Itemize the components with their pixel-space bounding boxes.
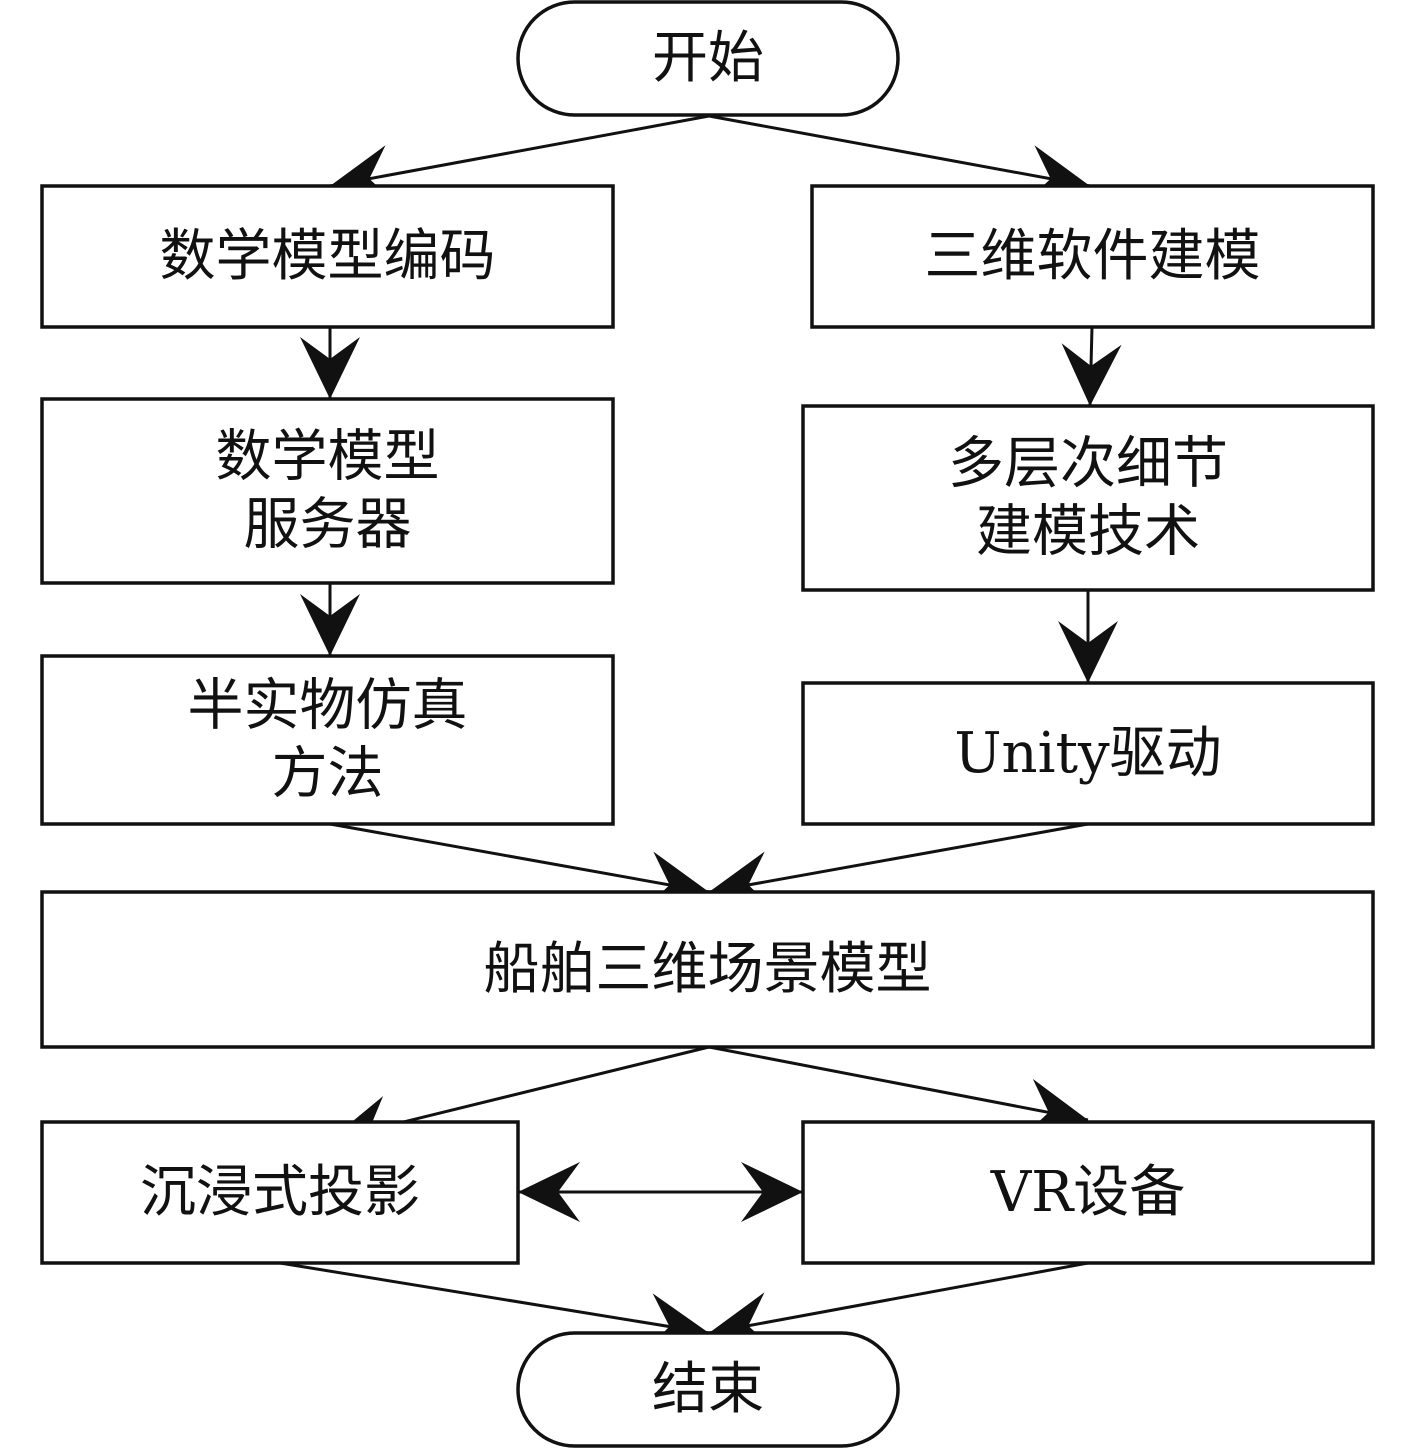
node-start: 开始 [516,0,900,117]
process-box [810,184,1375,329]
node-vr: VR设备 [801,1120,1375,1265]
node-label: 服务器 [244,493,412,558]
node-label: VR设备 [990,1160,1186,1225]
edge-modeling_3d-to-lod [1061,326,1122,407]
process-box [40,397,615,585]
node-label: 三维软件建模 [925,224,1261,289]
node-modeling-3d: 三维软件建模 [810,184,1375,329]
node-end: 结束 [516,1331,900,1448]
node-label: 沉浸式投影 [140,1160,420,1225]
edge-line [279,1261,710,1335]
edge-line [708,822,1089,894]
arrowhead-icon [1061,343,1122,406]
node-label: 多层次细节 [948,432,1228,497]
process-box [40,1120,520,1265]
edge-lod-to-unity [1058,590,1118,683]
arrowhead-icon [741,1162,803,1222]
node-label: 数学模型编码 [160,224,496,289]
node-label: 数学模型 [216,425,440,490]
node-label: 船舶三维场景模型 [484,937,932,1002]
node-unity: Unity驱动 [801,681,1375,826]
node-label: 半实物仿真 [188,674,468,739]
edge-line [329,822,710,894]
arrowhead-icon [518,1162,580,1222]
node-label: 方法 [272,742,384,807]
process-box [801,1120,1375,1265]
node-label: 结束 [652,1357,764,1422]
edge-math_coding-to-math_server [300,327,360,399]
process-box [801,404,1375,592]
process-box [801,681,1375,826]
arrowhead-icon [300,337,360,399]
edge-line [329,114,710,188]
edge-line [708,1261,1089,1335]
arrowhead-icon [1058,621,1118,683]
node-label: 开始 [652,26,764,91]
edge-line [708,1045,1089,1122]
edge-line [708,114,1091,188]
process-box [40,890,1375,1049]
node-scene: 船舶三维场景模型 [40,890,1375,1049]
node-label: 建模技术 [976,500,1200,565]
terminal-shape [516,1331,900,1448]
process-box [40,654,615,826]
nodes-layer: 开始数学模型编码数学模型服务器半实物仿真方法三维软件建模多层次细节建模技术Uni… [40,0,1375,1448]
terminal-shape [516,0,900,117]
edge-projection-to-vr [518,1162,803,1222]
arrowhead-icon [300,594,360,656]
process-box [40,184,615,329]
edge-math_server-to-hil_sim [300,583,360,656]
node-label: Unity驱动 [954,721,1221,786]
node-projection: 沉浸式投影 [40,1120,520,1265]
node-math-coding: 数学模型编码 [40,184,615,329]
